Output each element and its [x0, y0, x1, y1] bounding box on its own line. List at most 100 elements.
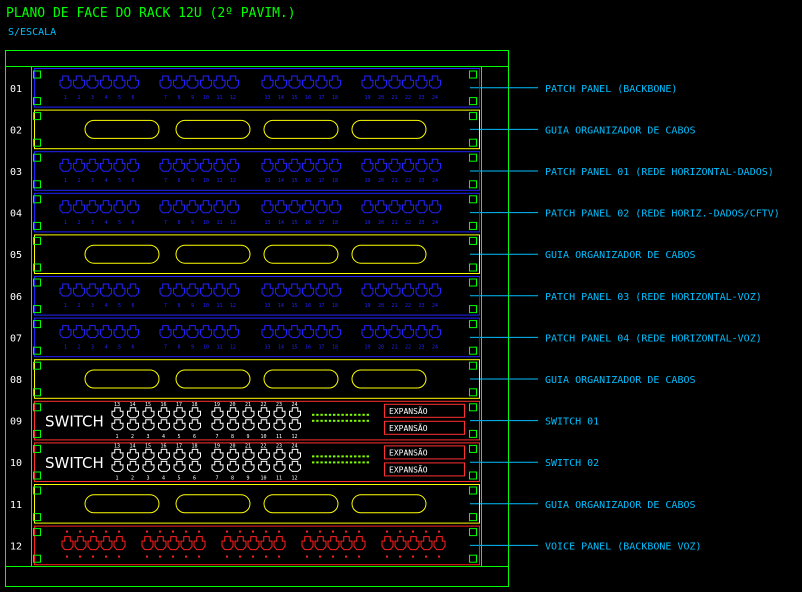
rj45-port: [127, 325, 139, 339]
cable-slot: [175, 244, 251, 264]
patch-panel-frame: [34, 317, 480, 358]
rj45-port: [273, 460, 286, 472]
status-led: [349, 455, 353, 458]
rj45-port: [375, 75, 387, 89]
cable-slot: [263, 494, 339, 514]
cable-slot: [351, 369, 427, 389]
patch-port-number: 2: [77, 220, 80, 226]
status-led: [362, 419, 365, 422]
rj45-port: [173, 419, 186, 431]
switch-port-number: 24: [291, 402, 297, 408]
unit-number: 09: [10, 417, 22, 428]
patch-port-number: 16: [305, 220, 311, 226]
unit-number: 06: [10, 292, 22, 303]
patch-port-number: 5: [118, 178, 121, 184]
rj45-port: [141, 536, 154, 551]
voice-port-mark: [438, 530, 440, 533]
rj45-port: [273, 419, 286, 431]
voice-port-mark: [438, 555, 440, 558]
rj45-port: [227, 75, 239, 89]
unit-number: 05: [10, 250, 22, 261]
unit-label: VOICE PANEL (BACKBONE VOZ): [545, 541, 702, 552]
rj45-port: [289, 460, 301, 472]
voice-port-mark: [185, 555, 187, 558]
patch-port-number: 18: [332, 303, 338, 309]
patch-panel-frame: [34, 192, 480, 233]
rj45-port: [173, 325, 185, 339]
rj45-port: [127, 75, 139, 89]
cable-slot: [84, 119, 160, 139]
switch-port-number: 13: [114, 443, 120, 449]
cable-slot: [263, 119, 339, 139]
rj45-port: [193, 536, 206, 551]
patch-port-number: 20: [378, 303, 384, 309]
rj45-port: [211, 407, 224, 419]
status-led: [316, 419, 319, 422]
patch-port-number: 16: [305, 345, 311, 351]
page-title: PLANO DE FACE DO RACK 12U (2º PAVIM.): [6, 6, 296, 21]
patch-port-number: 19: [364, 220, 370, 226]
rj45-port: [158, 448, 170, 460]
rj45-port: [86, 283, 99, 297]
rj45-port: [158, 407, 170, 419]
switch-port-number: 10: [260, 475, 266, 481]
status-led: [366, 419, 369, 422]
rack-screw-icon: [33, 403, 41, 412]
rack-screw-icon: [469, 70, 477, 79]
rj45-port: [314, 536, 327, 551]
switch-port-number: 20: [229, 443, 235, 449]
expansion-slot: [384, 445, 465, 460]
patch-port-number: 14: [278, 345, 284, 351]
patch-port-number: 6: [131, 303, 134, 309]
status-led: [320, 455, 323, 458]
rj45-port: [315, 200, 328, 214]
status-led: [345, 413, 348, 416]
rj45-port: [258, 419, 270, 431]
status-led: [345, 455, 348, 458]
rj45-port: [100, 158, 112, 172]
rj45-port: [289, 419, 301, 431]
voice-port-mark: [332, 530, 334, 533]
rj45-port: [142, 448, 155, 460]
rack-screw-icon: [33, 263, 41, 272]
voice-port-mark: [185, 530, 187, 533]
patch-port-number: 5: [118, 95, 121, 101]
rj45-port: [180, 536, 193, 551]
patch-port-number: 14: [278, 178, 284, 184]
rack-screw-icon: [469, 305, 477, 314]
switch-port-number: 20: [229, 402, 235, 408]
rj45-port: [227, 200, 239, 214]
rj45-port: [275, 283, 287, 297]
unit-label: GUIA ORGANIZADOR DE CABOS: [545, 375, 696, 386]
switch-port-number: 4: [162, 434, 165, 440]
rj45-port: [200, 75, 212, 89]
patch-port-number: 10: [203, 303, 209, 309]
patch-port-number: 1: [64, 303, 67, 309]
rj45-port: [186, 200, 199, 214]
patch-port-number: 9: [191, 345, 194, 351]
patch-port-number: 1: [64, 95, 67, 101]
voice-port-mark: [239, 555, 241, 558]
switch-port-number: 15: [145, 443, 151, 449]
patch-port-number: 22: [405, 345, 411, 351]
rj45-port: [388, 158, 401, 172]
voice-port-mark: [358, 530, 360, 533]
rj45-port: [173, 448, 186, 460]
patch-port-number: 7: [164, 345, 167, 351]
rj45-port: [329, 283, 341, 297]
patch-port-number: 11: [216, 303, 222, 309]
rj45-port: [189, 460, 201, 472]
patch-port-number: 15: [291, 178, 297, 184]
unit-label: PATCH PANEL 03 (REDE HORIZONTAL-VOZ): [545, 292, 762, 303]
rack-screw-icon: [33, 278, 41, 287]
switch-port-number: 13: [114, 402, 120, 408]
rj45-port: [100, 536, 113, 551]
rj45-port: [258, 448, 270, 460]
patch-port-number: 17: [318, 178, 324, 184]
rj45-port: [260, 536, 273, 551]
rack-screw-icon: [469, 513, 477, 522]
voice-port-mark: [278, 530, 280, 533]
rj45-port: [111, 448, 124, 460]
